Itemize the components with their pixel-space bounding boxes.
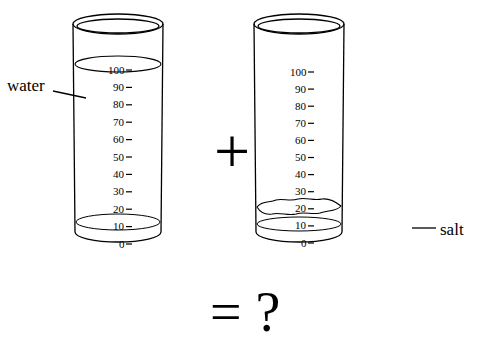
scale-number: 80	[113, 99, 124, 110]
scale-tick	[126, 191, 132, 192]
scale-number: 90	[295, 84, 306, 95]
scale-number: 0	[119, 239, 125, 250]
scale-tick	[308, 157, 314, 158]
scale-tick	[126, 209, 132, 210]
scale-number: 50	[113, 152, 124, 163]
scale-tick	[308, 88, 314, 89]
scale-tick	[126, 174, 132, 175]
scale-number: 40	[295, 169, 306, 180]
scale-number: 10	[295, 220, 306, 231]
scale-number: 10	[113, 221, 124, 232]
scale-tick	[126, 69, 132, 70]
scale-tick	[308, 174, 314, 175]
scale-tick	[308, 106, 314, 107]
scale-number: 70	[295, 118, 306, 129]
salt-leader	[412, 227, 436, 228]
material-label: salt	[440, 221, 464, 238]
equals-question: = ?	[210, 284, 280, 340]
scale-number: 40	[113, 169, 124, 180]
scale-number: 100	[108, 65, 125, 76]
water-cylinder	[73, 14, 163, 242]
scale-ticks	[126, 70, 314, 244]
scale-tick	[126, 122, 132, 123]
scale-number: 60	[295, 135, 306, 146]
scale-tick	[126, 243, 132, 244]
scale-tick	[126, 139, 132, 140]
scale-number: 80	[295, 101, 306, 112]
scale-tick	[308, 191, 314, 192]
scale-tick	[308, 140, 314, 141]
scale-number: 50	[295, 152, 306, 163]
scale-number: 60	[113, 134, 124, 145]
scale-number: 20	[295, 203, 306, 214]
scale-tick	[126, 156, 132, 157]
scale-tick	[126, 104, 132, 105]
scale-tick	[308, 225, 314, 226]
scale-tick	[308, 208, 314, 209]
salt-cylinder	[254, 14, 344, 242]
scale-tick	[308, 71, 314, 72]
scale-tick	[126, 87, 132, 88]
scale-tick	[126, 226, 132, 227]
scale-number: 30	[113, 186, 124, 197]
water-leader	[53, 91, 86, 98]
scale-tick	[308, 123, 314, 124]
plus-sign: +	[214, 120, 250, 184]
scale-number: 90	[113, 82, 124, 93]
scale-number: 100	[290, 67, 307, 78]
scale-number: 20	[113, 204, 124, 215]
scale-tick	[308, 242, 314, 243]
material-label: water	[7, 77, 45, 94]
scale-number: 30	[295, 186, 306, 197]
scale-number: 70	[113, 117, 124, 128]
scale-number: 0	[301, 238, 307, 249]
